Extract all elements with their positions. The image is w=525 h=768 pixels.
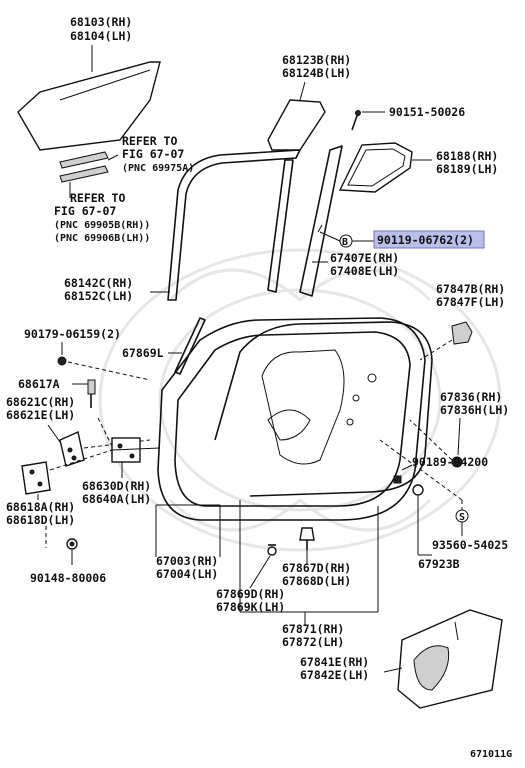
quarter-glass-part — [267, 99, 326, 151]
nut-icon — [57, 356, 67, 366]
label-run-lh: 68152C(LH) — [64, 289, 133, 303]
division-bar-part — [299, 145, 343, 297]
label-dseal-rh: 67871(RH) — [282, 622, 344, 636]
label-hinge-lo-lh: 68618D(LH) — [6, 513, 75, 527]
label-bolt: 90148-80006 — [30, 571, 106, 585]
label-clip2: 90189-04200 — [412, 455, 488, 469]
label-seal-small: 67869L — [122, 346, 164, 360]
label-cush-rh: 67836(RH) — [440, 390, 502, 404]
label-refer2-d: (PNC 69906B(LH)) — [54, 233, 150, 244]
service-cover-part — [397, 609, 503, 709]
glass-channel-part — [59, 151, 109, 183]
label-check-rh: 68630D(RH) — [82, 479, 151, 493]
plug-small-icon — [267, 544, 277, 556]
label-wseal-rh: 67869D(RH) — [216, 587, 285, 601]
label-wst-rh: 67867D(RH) — [282, 561, 351, 575]
label-run-rh: 68142C(RH) — [64, 276, 133, 290]
label-hinge-up-lh: 68621E(LH) — [6, 408, 75, 422]
grommet-icon — [412, 484, 424, 496]
label-refer1-c: (PNC 69975A) — [122, 163, 194, 174]
label-qglass-lh: 68124B(LH) — [282, 66, 351, 80]
glass-run-part — [167, 149, 301, 301]
retainer-clip-icon — [299, 527, 315, 550]
upper-hinge-part — [59, 431, 85, 467]
label-hinge-up-rh: 68621C(RH) — [6, 395, 75, 409]
label-refer2-b: FIG 67-07 — [54, 204, 116, 218]
bolt-icon — [66, 538, 78, 550]
door-check-part — [111, 437, 161, 463]
label-qglass-rh: 68123B(RH) — [282, 53, 351, 67]
cushion-icon — [451, 456, 463, 468]
label-qwin-lh: 68189(LH) — [436, 162, 498, 176]
label-check-lh: 68640A(LH) — [82, 492, 151, 506]
label-hinge-lo-rh: 68618A(RH) — [6, 500, 75, 514]
label-wseal-lh: 67869K(LH) — [216, 600, 285, 614]
figure-id: 671011G — [470, 749, 512, 760]
label-sheet-rh: 67841E(RH) — [300, 655, 369, 669]
label-divbar-rh: 67407E(RH) — [330, 251, 399, 265]
label-refer2-a: REFER TO — [70, 191, 125, 205]
label-clip-highlight[interactable]: 90119-06762(2) — [377, 233, 474, 247]
plug-icon — [451, 321, 473, 345]
label-refer1-b: FIG 67-07 — [122, 147, 184, 161]
label-plug-lh: 67847F(LH) — [436, 295, 505, 309]
label-screw2: 93560-54025 — [432, 538, 508, 552]
label-screw1: 90151-50026 — [389, 105, 465, 119]
label-cush-lh: 67836H(LH) — [440, 403, 509, 417]
screw-icon — [351, 110, 361, 131]
label-refer1-a: REFER TO — [122, 134, 177, 148]
door-shell-part — [157, 317, 426, 521]
label-plug-rh: 67847B(RH) — [436, 282, 505, 296]
label-divbar-lh: 67408E(LH) — [330, 264, 399, 278]
highlight-box[interactable] — [373, 230, 485, 249]
label-nut1: 90179-06159(2) — [24, 327, 121, 341]
pin-icon — [87, 379, 96, 408]
lower-hinge-part — [21, 461, 51, 495]
clip-icon — [393, 475, 402, 484]
callout-b-text: B — [342, 237, 348, 248]
label-dseal-lh: 67872(LH) — [282, 635, 344, 649]
label-pin: 68617A — [18, 377, 60, 391]
label-qwin-rh: 68188(RH) — [436, 149, 498, 163]
label-sheet-lh: 67842E(LH) — [300, 668, 369, 682]
small-seal-part — [174, 317, 206, 375]
door-seal-part — [214, 321, 433, 497]
callout-s-text: S — [459, 512, 465, 523]
label-door-lh: 67004(LH) — [156, 567, 218, 581]
label-wst-lh: 67868D(LH) — [282, 574, 351, 588]
door-glass-part — [17, 61, 161, 151]
quarter-window-part — [338, 142, 413, 193]
label-grom: 67923B — [418, 557, 460, 571]
label-refer2-c: (PNC 69905B(RH)) — [54, 220, 150, 231]
label-glass-rh: 68103(RH) — [70, 15, 132, 29]
label-door-rh: 67003(RH) — [156, 554, 218, 568]
label-glass-lh: 68104(LH) — [70, 29, 132, 43]
